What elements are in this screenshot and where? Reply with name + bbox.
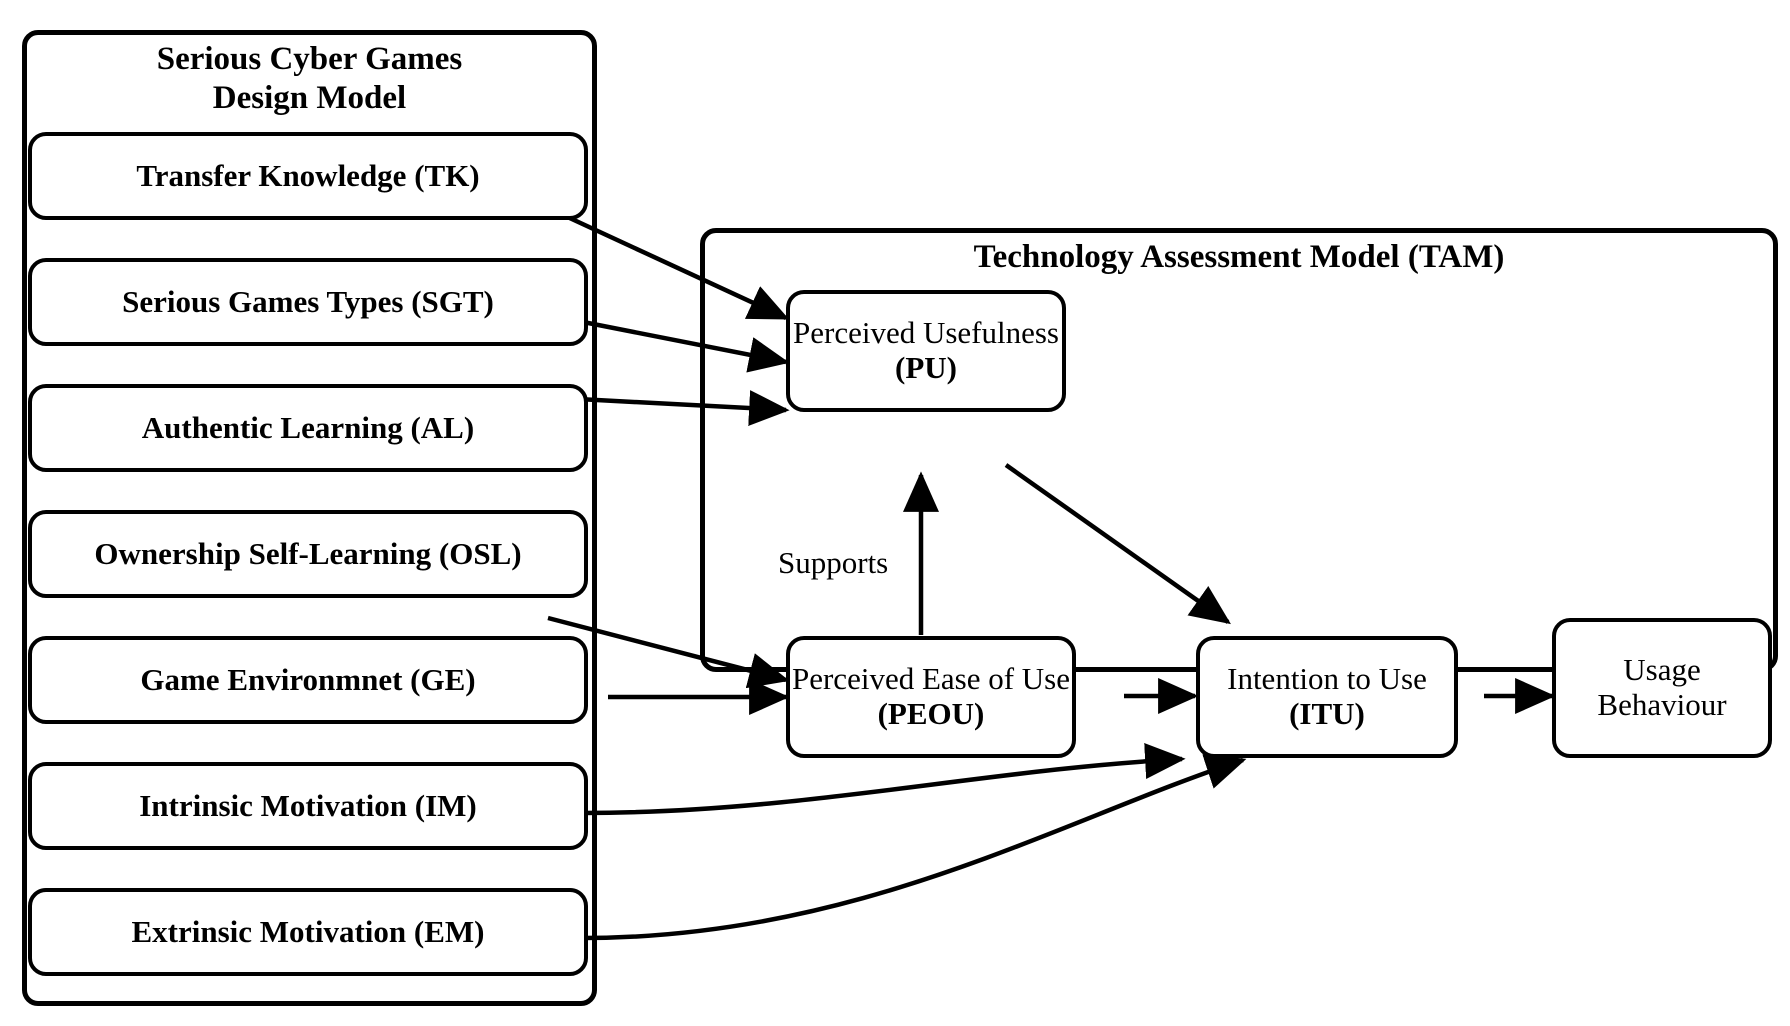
node-ownership-self-learning[interactable]: Ownership Self-Learning (OSL) — [28, 510, 588, 598]
edge-al-to-pu — [577, 390, 790, 427]
node-intention-to-use-line1: Intention to Use — [1227, 661, 1427, 697]
left-panel-title: Serious Cyber Games Design Model — [156, 41, 463, 116]
edge-sgt-to-pu — [577, 318, 790, 373]
node-intrinsic-motivation[interactable]: Intrinsic Motivation (IM) — [28, 762, 588, 850]
node-serious-games-types[interactable]: Serious Games Types (SGT) — [28, 258, 588, 346]
node-game-environment[interactable]: Game Environmnet (GE) — [28, 636, 588, 724]
node-authentic-learning[interactable]: Authentic Learning (AL) — [28, 384, 588, 472]
right-panel-title: Technology Assessment Model (TAM) — [973, 239, 1505, 275]
node-perceived-ease-of-use-line2: (PEOU) — [877, 696, 985, 731]
node-extrinsic-motivation[interactable]: Extrinsic Motivation (EM) — [28, 888, 588, 976]
edge-em-to-itu — [582, 754, 1247, 941]
node-perceived-usefulness-line1: Perceived Usefulness — [793, 315, 1059, 351]
left-panel-serious-cyber-games-design-model — [22, 30, 597, 1006]
node-intention-to-use[interactable]: Intention to Use (ITU) — [1196, 636, 1458, 758]
node-transfer-knowledge[interactable]: Transfer Knowledge (TK) — [28, 132, 588, 220]
node-perceived-ease-of-use[interactable]: Perceived Ease of Use (PEOU) — [786, 636, 1076, 758]
node-usage-behaviour-line2: Behaviour — [1597, 687, 1727, 722]
node-perceived-ease-of-use-line1: Perceived Ease of Use — [791, 661, 1071, 697]
node-perceived-usefulness-line2: (PU) — [895, 350, 957, 385]
edge-tk-to-pu — [547, 205, 790, 321]
node-perceived-usefulness[interactable]: Perceived Usefulness (PU) — [786, 290, 1066, 412]
edge-im-to-itu — [582, 743, 1186, 816]
node-intention-to-use-line2: (ITU) — [1289, 696, 1365, 731]
node-usage-behaviour-line1: Usage — [1623, 652, 1701, 688]
edge-pu-to-itu — [1004, 463, 1231, 625]
edge-label-supports: Supports — [778, 545, 889, 580]
node-usage-behaviour[interactable]: Usage Behaviour — [1552, 618, 1772, 758]
